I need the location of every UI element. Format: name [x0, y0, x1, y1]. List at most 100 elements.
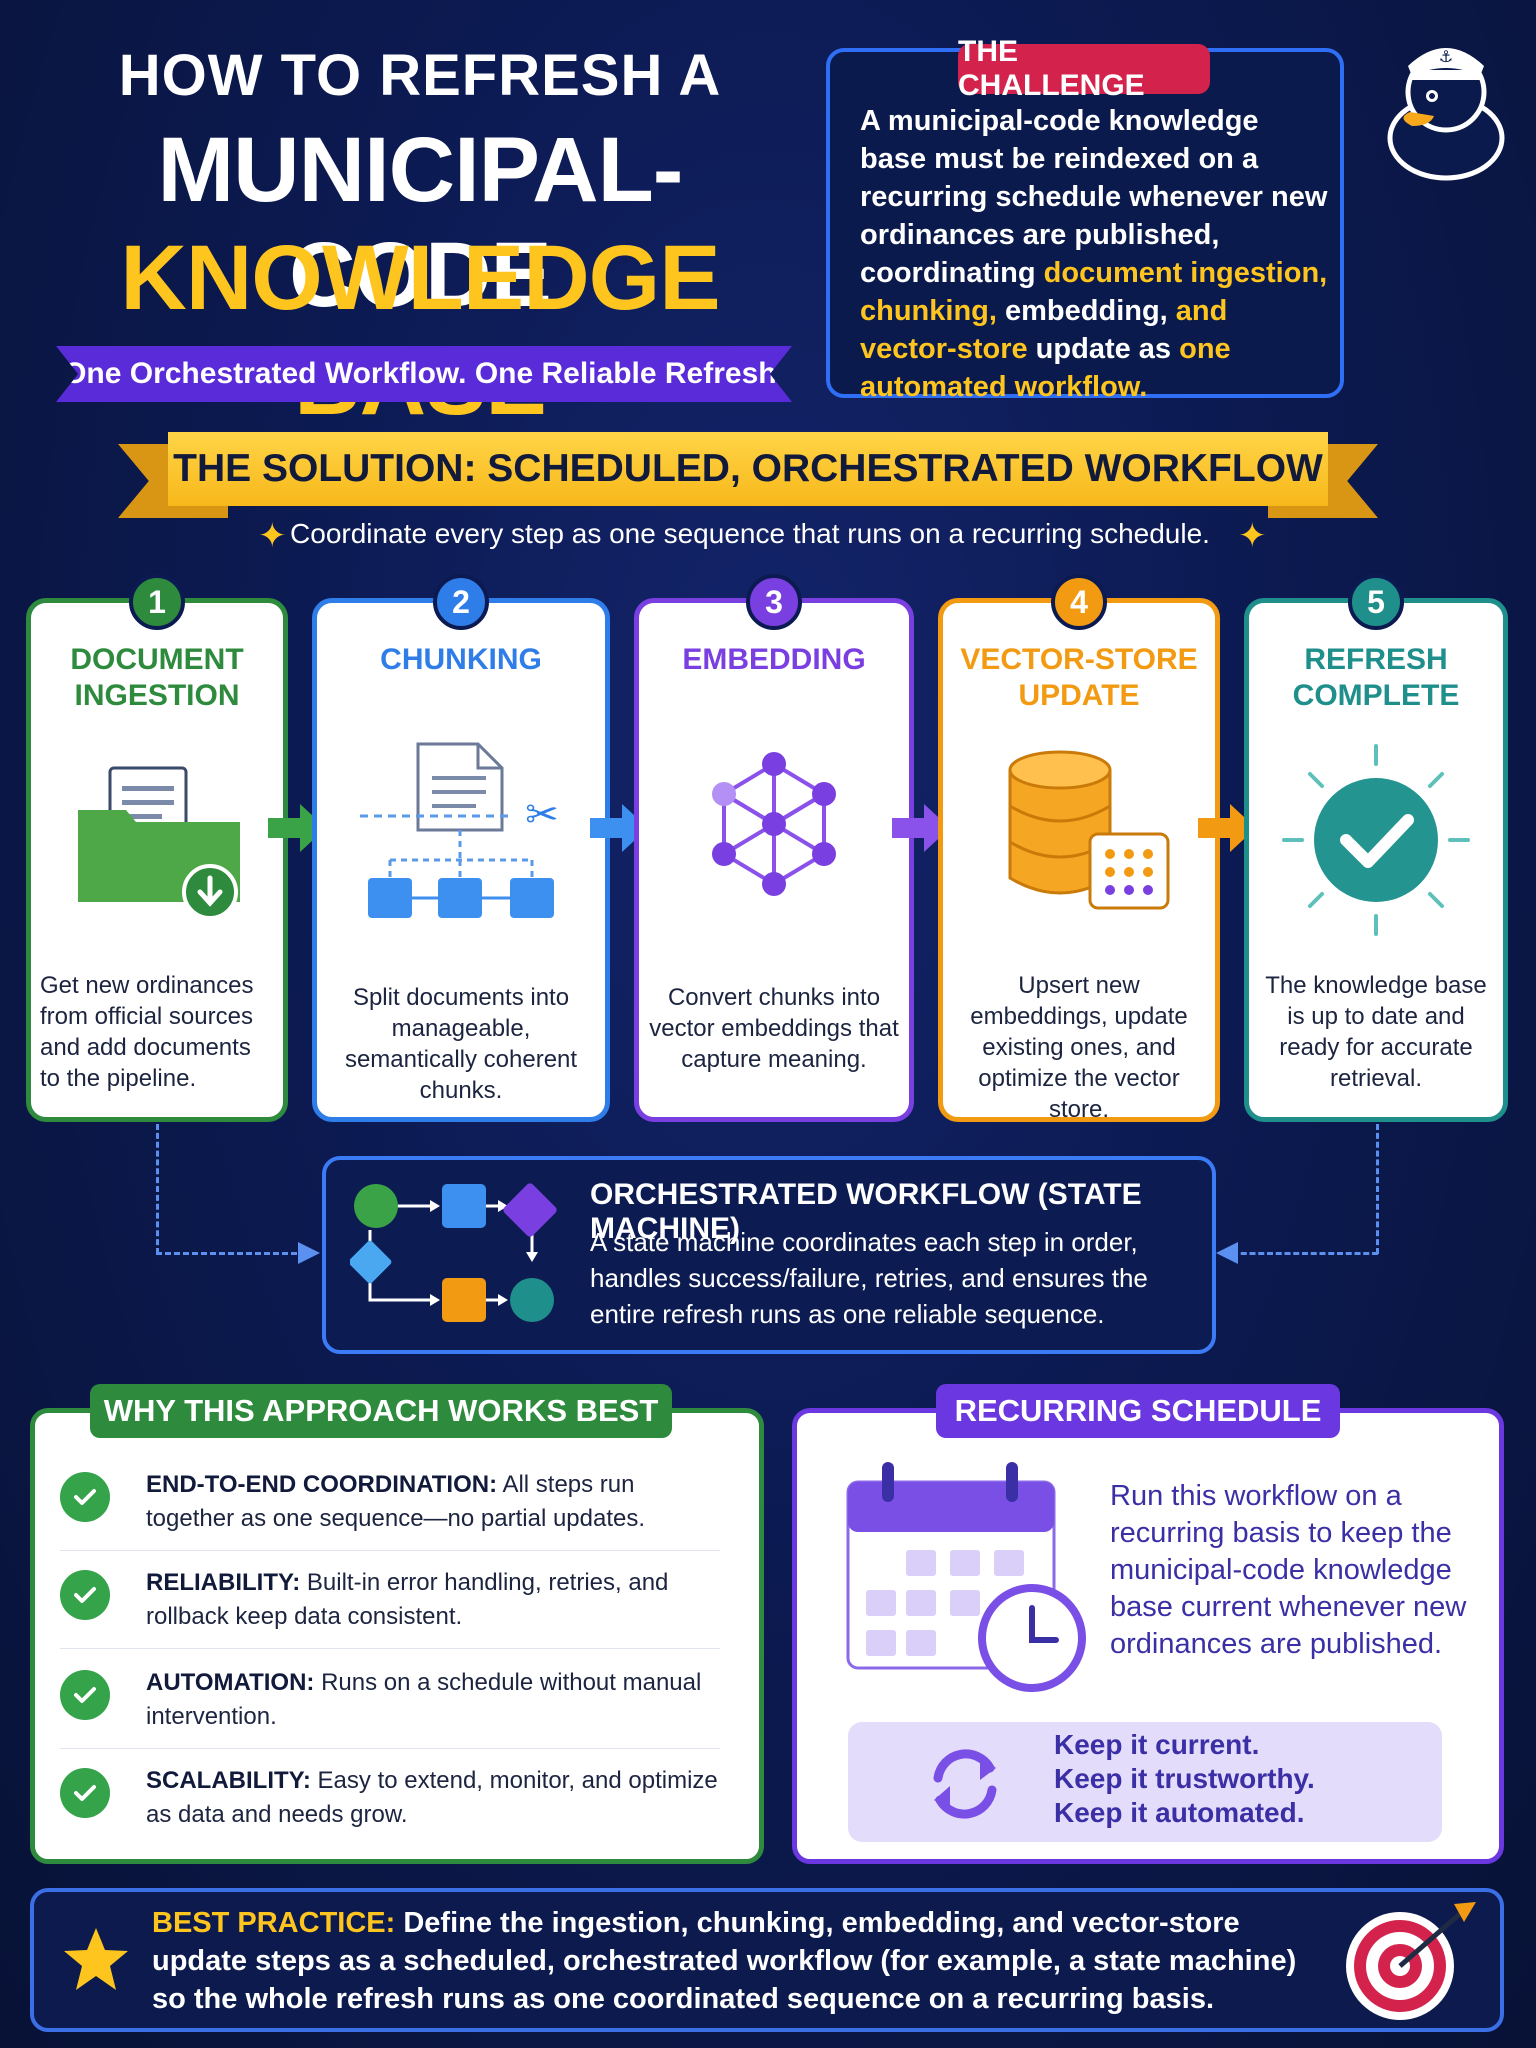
step-title-line: CHUNKING [380, 643, 542, 676]
arrow-left-icon [1216, 1242, 1238, 1264]
state-machine-icon [350, 1183, 557, 1322]
step-number-badge: 3 [746, 574, 802, 630]
step-title-line: DOCUMENT [70, 643, 244, 676]
best-practice-text: BEST PRACTICE: Define the ingestion, chu… [152, 1904, 1312, 2018]
step-title-line: VECTOR-STORE [960, 643, 1198, 676]
solution-banner: THE SOLUTION: SCHEDULED, ORCHESTRATED WO… [168, 432, 1328, 506]
arrow-right-icon [268, 804, 326, 852]
arrow-right-icon [298, 1242, 320, 1264]
challenge-text: A municipal-code knowledge base must be … [860, 102, 1330, 406]
check-icon [60, 1768, 110, 1818]
step-title-line: EMBEDDING [682, 643, 866, 676]
check-icon [60, 1472, 110, 1522]
challenge-text-part: A municipal-code knowledge base must be … [860, 105, 1328, 289]
best-practice-box [30, 1888, 1504, 2032]
step-number-badge: 5 [1348, 574, 1404, 630]
connector-line-left [156, 1252, 306, 1255]
star-icon [64, 1928, 128, 1990]
arrow-right-icon [1198, 804, 1256, 852]
step-number-badge: 4 [1051, 574, 1107, 630]
svg-text:⚓: ⚓ [1439, 47, 1453, 66]
challenge-text-part: update as [1027, 333, 1180, 365]
arrow-right-icon [892, 804, 950, 852]
divider [60, 1748, 720, 1749]
sparkle-icon: ✦ [1238, 517, 1267, 555]
step-description: Get new ordinances from official sources… [40, 972, 254, 1092]
step-description: Split documents into manageable, semanti… [344, 984, 578, 1104]
why-item-text: Built-in error handling, retries, and ro… [146, 1569, 669, 1630]
challenge-box [826, 48, 1344, 398]
solution-banner-text: THE SOLUTION: SCHEDULED, ORCHESTRATED WO… [173, 447, 1323, 490]
why-item-lead: AUTOMATION: [146, 1669, 315, 1696]
tagline-ribbon: One Orchestrated Workflow. One Reliable … [56, 346, 792, 402]
refresh-cycle-icon [933, 1749, 997, 1819]
schedule-text: Run this workflow on a recurring basis t… [1110, 1480, 1467, 1660]
why-item-lead: RELIABILITY: [146, 1569, 301, 1596]
challenge-text-part: embedding, [996, 295, 1176, 327]
step-title: EMBEDDING [634, 642, 914, 678]
why-item: AUTOMATION: Runs on a schedule without m… [146, 1666, 726, 1734]
title-line-2: MUNICIPAL-CODE [157, 119, 684, 326]
folder-download-icon [78, 766, 240, 920]
step-number-badge: 2 [433, 574, 489, 630]
step-description: Upsert new embeddings, update existing o… [970, 972, 1188, 1123]
why-item-text: Runs on a schedule without manual interv… [146, 1669, 702, 1730]
why-item-lead: END-TO-END COORDINATION: [146, 1471, 498, 1498]
why-item-lead: SCALABILITY: [146, 1767, 311, 1794]
connector-line-left [156, 1124, 159, 1254]
why-item: RELIABILITY: Built-in error handling, re… [146, 1566, 726, 1634]
divider [60, 1550, 720, 1551]
document-split-icon: ✂ [360, 742, 559, 918]
step-title-line: INGESTION [74, 679, 240, 712]
keep-line: Keep it automated. [1054, 1797, 1305, 1828]
divider [60, 1648, 720, 1649]
why-item: SCALABILITY: Easy to extend, monitor, an… [146, 1764, 726, 1832]
why-box [30, 1408, 764, 1864]
target-icon [1346, 1902, 1476, 2020]
solution-subline: Coordinate every step as one sequence th… [290, 518, 1210, 549]
step-title-line: COMPLETE [1292, 679, 1460, 712]
best-practice-body: Define the ingestion, chunking, embeddin… [152, 1907, 1297, 2015]
connector-line-right [1376, 1124, 1379, 1254]
check-circle-icon [1282, 744, 1470, 936]
why-item-text: Easy to extend, monitor, and optimize as… [146, 1767, 718, 1828]
challenge-text-highlight: and vector-store [860, 295, 1228, 365]
why-label: WHY THIS APPROACH WORKS BEST [90, 1384, 672, 1438]
step-card-vector-store [938, 598, 1220, 1122]
challenge-text-highlight: one automated workflow. [860, 333, 1231, 403]
keep-box [848, 1722, 1442, 1842]
schedule-label: RECURRING SCHEDULE [936, 1384, 1340, 1438]
arrow-right-icon [590, 804, 648, 852]
check-icon [60, 1570, 110, 1620]
keep-text: Keep it current.Keep it trustworthy.Keep… [1054, 1728, 1434, 1830]
sparkle-icon: ✦ [258, 517, 287, 555]
orchestration-text: A state machine coordinates each step in… [590, 1227, 1148, 1329]
orchestration-title: ORCHESTRATED WORKFLOW (STATE MACHINE) [590, 1178, 1142, 1245]
step-title-line: UPDATE [1018, 679, 1140, 712]
why-item-text: All steps run together as one sequence—n… [146, 1471, 646, 1532]
title-line-3: KNOWLEDGE BASE [120, 227, 720, 434]
title-line-1: HOW TO REFRESH A [118, 43, 722, 108]
calendar-clock-icon [846, 1462, 1086, 1692]
tagline-text: One Orchestrated Workflow. One Reliable … [63, 357, 785, 390]
check-icon [60, 1670, 110, 1720]
keep-line: Keep it trustworthy. [1054, 1763, 1315, 1794]
step-title: CHUNKING [312, 642, 610, 678]
challenge-label: THE CHALLENGE [958, 35, 1210, 102]
embedding-network-icon [712, 752, 836, 896]
step-title-line: REFRESH [1304, 643, 1448, 676]
svg-text:✂: ✂ [525, 792, 559, 838]
best-practice-lead: BEST PRACTICE: [152, 1907, 396, 1939]
connector-line-right [1232, 1252, 1378, 1255]
challenge-text-highlight: document ingestion, chunking, [860, 257, 1328, 327]
keep-line: Keep it current. [1054, 1729, 1260, 1760]
step-description: Convert chunks into vector embeddings th… [649, 984, 899, 1073]
database-icon [1008, 750, 1170, 910]
why-item: END-TO-END COORDINATION: All steps run t… [146, 1468, 726, 1536]
sailor-duck-mascot-icon: ⚓ [1387, 47, 1505, 181]
step-description: The knowledge base is up to date and rea… [1265, 972, 1487, 1092]
step-number-badge: 1 [129, 574, 185, 630]
